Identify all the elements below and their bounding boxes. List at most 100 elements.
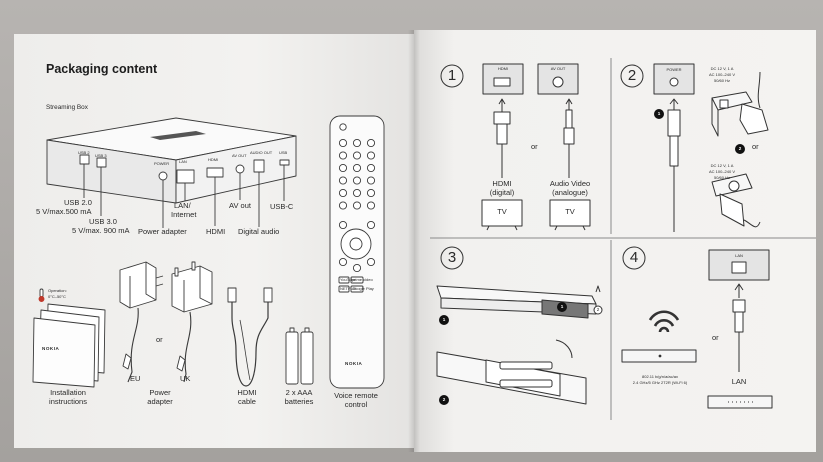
remote-key xyxy=(366,220,376,230)
step-2-number: 2 xyxy=(627,67,637,84)
step3-marker-2: 2 xyxy=(442,397,446,402)
remote-key xyxy=(352,151,362,160)
box-port-tag-usb3: USB 3 xyxy=(95,153,107,158)
remote-key xyxy=(366,201,376,210)
box-port-tag-audio-out: AUDIO OUT xyxy=(250,150,273,155)
remote-key xyxy=(352,138,362,148)
hdmi-cable-illustration xyxy=(227,287,273,387)
streaming-box-illustration xyxy=(46,117,297,228)
section-subtitle: Streaming Box xyxy=(46,104,88,111)
label-hdmi: HDMI xyxy=(206,227,226,236)
page-title: Packaging content xyxy=(46,62,158,76)
step2-spec-bottom-line2: AC 100–240 V xyxy=(708,169,736,174)
remote-key xyxy=(338,257,348,267)
step-3-diagram xyxy=(436,285,603,405)
operation-temperature: 0°C–50°C xyxy=(48,294,66,299)
remote-key xyxy=(338,176,348,185)
step2-spec-top-line3: 50/60 Hz xyxy=(713,78,731,83)
step1-av-line1: Audio Video xyxy=(549,179,591,188)
thermometer-icon xyxy=(38,288,45,302)
box-port-tag-hdmi: HDMI xyxy=(208,157,219,162)
step4-port-lan: LAN xyxy=(735,253,743,258)
remote-button-netflix: NETFLIX xyxy=(340,286,357,291)
item-remote-line2: control xyxy=(344,400,368,409)
label-usb2-spec: 5 V/max.500 mA xyxy=(36,207,92,216)
remote-key xyxy=(366,138,376,148)
label-digital-audio: Digital audio xyxy=(238,227,280,236)
item-batteries-line2: batteries xyxy=(284,397,314,406)
step-1-number: 1 xyxy=(447,67,457,84)
step-4-number: 4 xyxy=(629,249,639,266)
label-av-out: AV out xyxy=(229,201,251,210)
plug-uk-label: UK xyxy=(180,374,191,383)
remote-key xyxy=(352,188,362,198)
step-3-number: 3 xyxy=(447,249,457,266)
step1-tv-left: TV xyxy=(497,207,507,216)
remote-key xyxy=(338,163,348,173)
remote-brand: NOKIA xyxy=(345,361,363,366)
remote-key xyxy=(338,220,348,230)
step1-av-line2: (analogue) xyxy=(552,188,588,197)
step2-marker-2: 2 xyxy=(738,146,742,151)
step2-port-power: POWER xyxy=(666,67,682,72)
plug-or-label: or xyxy=(156,335,163,344)
item-adapter-line2: adapter xyxy=(147,397,173,406)
remote-key xyxy=(338,201,348,210)
box-port-tag-usb2: USB 2 xyxy=(78,150,90,155)
step-4-diagram xyxy=(621,249,773,409)
remote-key xyxy=(352,263,362,273)
label-usb3-spec: 5 V/max. 900 mA xyxy=(72,226,130,235)
remote-button-youtube: YouTube xyxy=(340,277,356,282)
step-3-circle xyxy=(440,246,464,270)
step1-hdmi-line2: (digital) xyxy=(489,188,515,197)
instruction-booklet-illustration xyxy=(32,303,106,388)
step1-port-hdmi: HDMI xyxy=(497,66,509,71)
step2-spec-bottom-line3: 50/60 Hz xyxy=(713,175,731,180)
step3-inline-marker-2: 2 xyxy=(596,307,600,312)
step-2-diagram xyxy=(653,63,769,232)
label-usb-c: USB-C xyxy=(270,202,294,211)
label-power-adapter: Power adapter xyxy=(138,227,187,236)
remote-key xyxy=(366,188,376,198)
item-instructions-line1: Installation xyxy=(50,388,86,397)
step2-or: or xyxy=(752,142,759,151)
item-adapter-line1: Power xyxy=(149,388,171,397)
voice-remote-illustration xyxy=(329,115,385,389)
step2-marker-1: 1 xyxy=(657,111,661,116)
step1-tv-right: TV xyxy=(565,207,575,216)
step4-wifi-spec-line2: 2.4 GHz/5 GHz 2T2R (Wi-Fi 6) xyxy=(632,380,688,385)
item-batteries-line1: 2 x AAA xyxy=(285,388,313,397)
remote-key xyxy=(352,163,362,173)
remote-key xyxy=(366,151,376,160)
remote-key xyxy=(338,151,348,160)
remote-button-google-play: Google Play xyxy=(352,286,374,291)
remote-key xyxy=(366,163,376,173)
step1-or: or xyxy=(531,142,538,151)
step1-port-av-out: AV OUT xyxy=(550,66,566,71)
step2-spec-bottom-line1: DC 12 V, 1 A xyxy=(710,163,734,168)
remote-key xyxy=(352,201,362,210)
step3-inline-marker-1: 1 xyxy=(560,304,564,309)
remote-key xyxy=(366,257,376,267)
step-1-diagram xyxy=(481,63,591,231)
remote-key xyxy=(338,188,348,198)
label-usb2: USB 2.0 xyxy=(64,198,92,207)
box-port-tag-power: POWER xyxy=(154,161,170,166)
remote-key xyxy=(338,138,348,148)
eu-adapter-illustration xyxy=(119,261,164,383)
remote-key xyxy=(366,176,376,185)
remote-button-prime-video: prime video xyxy=(352,277,373,282)
box-port-tag-lan: LAN xyxy=(179,159,187,164)
step4-wifi-spec-line1: 802.11 b/g/n/a/ac/ax xyxy=(642,374,678,379)
step4-lan-label: LAN xyxy=(731,377,747,386)
label-usb3: USB 3.0 xyxy=(89,217,117,226)
box-port-tag-usb: USB xyxy=(279,150,288,155)
item-remote-line1: Voice remote xyxy=(334,391,378,400)
remote-key xyxy=(352,176,362,185)
label-lan-line2: Internet xyxy=(171,210,197,219)
step4-or: or xyxy=(712,333,719,342)
label-lan-line1: LAN/ xyxy=(174,201,191,210)
